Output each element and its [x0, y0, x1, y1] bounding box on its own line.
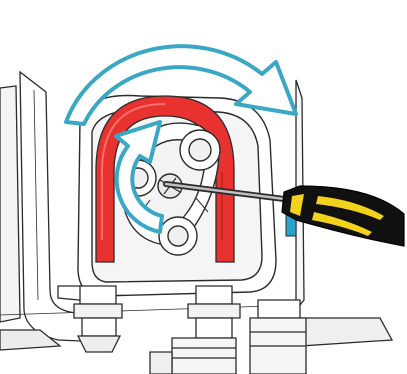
tube-fittings: [74, 286, 306, 374]
